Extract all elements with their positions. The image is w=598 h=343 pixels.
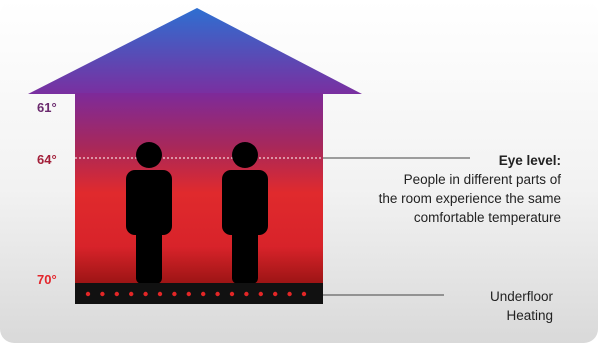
underfloor-text-line: Heating — [506, 308, 553, 323]
heat-dot — [287, 291, 292, 297]
heat-dot — [129, 291, 134, 297]
heat-dot — [301, 291, 307, 297]
heat-dot — [229, 291, 235, 297]
heat-dot — [258, 291, 263, 297]
heat-dot — [273, 291, 278, 297]
eye-level-text-line: People in different parts of — [403, 172, 561, 187]
heat-dot — [143, 291, 148, 297]
heat-dot — [157, 291, 163, 297]
underfloor-text-line: Underfloor — [489, 289, 553, 304]
heat-dot — [100, 291, 105, 297]
underfloor-heating-icon — [75, 283, 323, 304]
eye-level-callout: Eye level: People in different parts of … — [379, 151, 561, 227]
heat-dot — [201, 291, 206, 297]
underfloor-callout: Underfloor Heating — [490, 287, 553, 325]
house-room — [75, 93, 323, 285]
eye-level-text-line: the room experience the same — [378, 191, 561, 206]
eye-level-text-line: comfortable temperature — [413, 210, 561, 225]
heat-dot — [215, 291, 220, 297]
temp-label-floor: 70° — [37, 272, 57, 287]
heat-dot — [114, 291, 120, 297]
eye-level-title: Eye level: — [498, 153, 561, 168]
heat-dot — [186, 291, 191, 297]
heat-dot — [244, 291, 249, 297]
house-roof — [28, 8, 362, 94]
temp-label-eye-level: 64° — [37, 152, 57, 167]
temp-label-top: 61° — [37, 100, 57, 115]
heat-dot — [85, 291, 91, 297]
person-icon — [222, 142, 268, 284]
heat-dot — [172, 291, 177, 297]
person-icon — [126, 142, 172, 284]
